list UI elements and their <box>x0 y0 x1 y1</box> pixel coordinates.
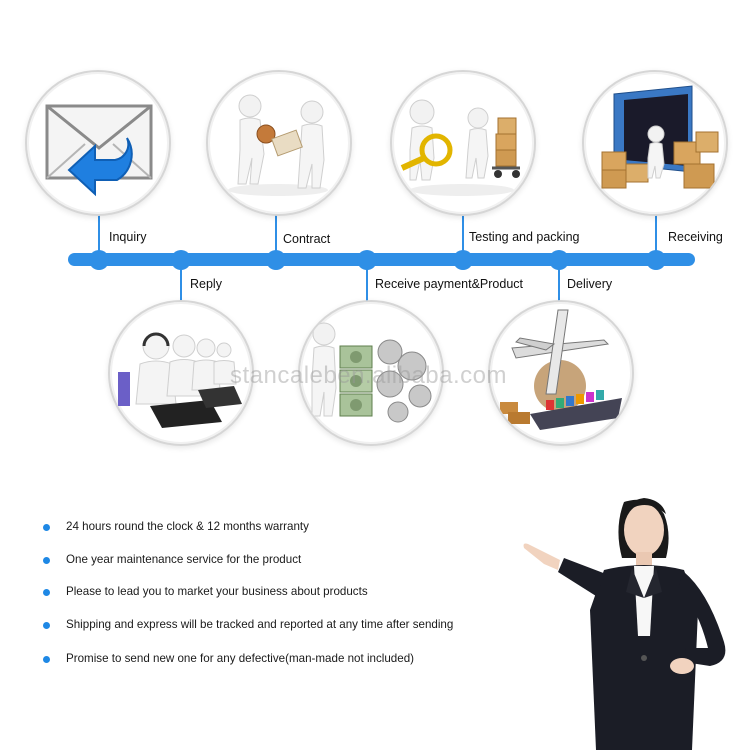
label-delivery: Delivery <box>567 277 613 291</box>
handshake-people-icon <box>228 94 328 196</box>
list-item: 24 hours round the clock & 12 months war… <box>40 518 510 551</box>
bullet-text: Please to lead you to market your busine… <box>66 585 368 598</box>
list-item: One year maintenance service for the pro… <box>40 551 510 584</box>
label-reply: Reply <box>190 277 222 291</box>
timeline-node-inquiry <box>89 250 109 270</box>
envelope-icon <box>45 104 153 197</box>
stem-receiving <box>655 212 657 254</box>
timeline-bar <box>68 253 695 266</box>
delivery-illustration <box>488 300 634 446</box>
timeline-node-reply <box>171 250 191 270</box>
plane-ship-icon <box>500 309 622 430</box>
stem-inquiry <box>98 212 100 254</box>
inquiry-illustration <box>25 70 171 216</box>
benefits-list: 24 hours round the clock & 12 months war… <box>40 518 510 683</box>
stem-reply <box>180 265 182 301</box>
bullet-dot-icon <box>43 524 50 531</box>
magnifier-cart-icon <box>400 99 520 196</box>
timeline-node-payment <box>357 250 377 270</box>
bullet-text: Shipping and express will be tracked and… <box>66 617 454 631</box>
timeline-node-contract <box>266 250 286 270</box>
businesswoman-image <box>523 498 726 750</box>
list-item: Promise to send new one for any defectiv… <box>40 650 510 683</box>
label-payment: Receive payment&Product <box>375 277 523 291</box>
bullet-text: Promise to send new one for any defectiv… <box>66 652 414 665</box>
label-contract: Contract <box>283 232 331 246</box>
stem-testing <box>462 212 464 254</box>
bullet-dot-icon <box>43 621 50 629</box>
money-gears-icon <box>311 322 432 423</box>
watermark: stancaleben.alibaba.com <box>230 362 508 389</box>
payment-illustration <box>298 300 444 446</box>
receiving-illustration <box>582 70 728 216</box>
bullet-dot-icon <box>43 589 50 596</box>
list-item: Shipping and express will be tracked and… <box>40 616 510 649</box>
timeline-node-delivery <box>549 250 569 270</box>
stem-payment <box>366 265 368 301</box>
container-boxes-icon <box>601 85 719 189</box>
label-receiving: Receiving <box>668 230 723 244</box>
timeline-node-testing <box>453 250 473 270</box>
contract-illustration <box>206 70 352 216</box>
bullet-text: One year maintenance service for the pro… <box>66 552 302 566</box>
timeline-node-receiving <box>646 250 666 270</box>
stem-delivery <box>558 265 560 301</box>
label-inquiry: Inquiry <box>109 230 147 244</box>
bullet-text: 24 hours round the clock & 12 months war… <box>66 520 309 533</box>
bullet-dot-icon <box>43 656 50 663</box>
list-item: Please to lead you to market your busine… <box>40 583 510 616</box>
testing-illustration <box>390 70 536 216</box>
bullet-dot-icon <box>43 556 50 564</box>
label-testing: Testing and packing <box>469 230 580 244</box>
reply-illustration <box>108 300 254 446</box>
call-center-icon <box>118 332 242 428</box>
stem-contract <box>275 212 277 254</box>
